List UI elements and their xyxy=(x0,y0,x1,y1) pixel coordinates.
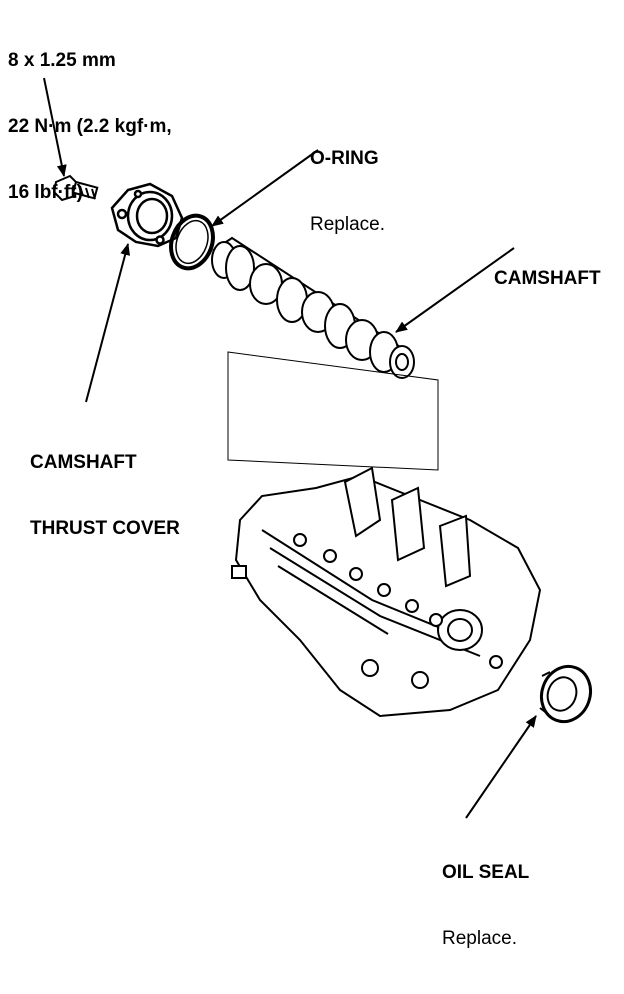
oil-seal-label: OIL SEAL Replace. xyxy=(442,818,529,994)
cylinder-head xyxy=(231,466,542,718)
camshaft-name: CAMSHAFT xyxy=(494,268,601,289)
oil-seal-name: OIL SEAL xyxy=(442,862,530,883)
installation-plane xyxy=(227,351,439,471)
camshaft-leader xyxy=(395,247,515,333)
bolt xyxy=(52,174,99,202)
oil-seal-note: Replace. xyxy=(442,928,517,949)
oil-seal-leader xyxy=(465,715,537,819)
bolt-size: 8 x 1.25 mm xyxy=(8,50,116,71)
o-ring xyxy=(169,213,215,271)
camshaft xyxy=(211,236,415,379)
bolt-torque-metric: 22 N·m (2.2 kgf·m, xyxy=(8,116,172,137)
thrust-cover xyxy=(110,182,184,248)
bolt-spec-leader xyxy=(43,77,67,177)
camshaft-assembly-illustration xyxy=(43,77,593,819)
bolt-torque-imperial: 16 lbf·ft) xyxy=(8,182,83,203)
diagram-stage: 8 x 1.25 mm 22 N·m (2.2 kgf·m, 16 lbf·ft… xyxy=(8,6,601,949)
thrust-cover-leader xyxy=(85,243,131,403)
camshaft-label: CAMSHAFT xyxy=(494,224,601,334)
thrust-cover-line1: CAMSHAFT xyxy=(30,452,137,473)
o-ring-note: Replace. xyxy=(310,214,385,235)
thrust-cover-label: CAMSHAFT THRUST COVER xyxy=(30,408,180,584)
bolt-spec-label: 8 x 1.25 mm 22 N·m (2.2 kgf·m, 16 lbf·ft… xyxy=(8,6,172,248)
o-ring-leader xyxy=(211,149,319,227)
thrust-cover-line2: THRUST COVER xyxy=(30,518,180,539)
o-ring-name: O-RING xyxy=(310,148,379,169)
o-ring-label: O-RING Replace. xyxy=(310,104,385,280)
oil-seal xyxy=(539,664,593,724)
